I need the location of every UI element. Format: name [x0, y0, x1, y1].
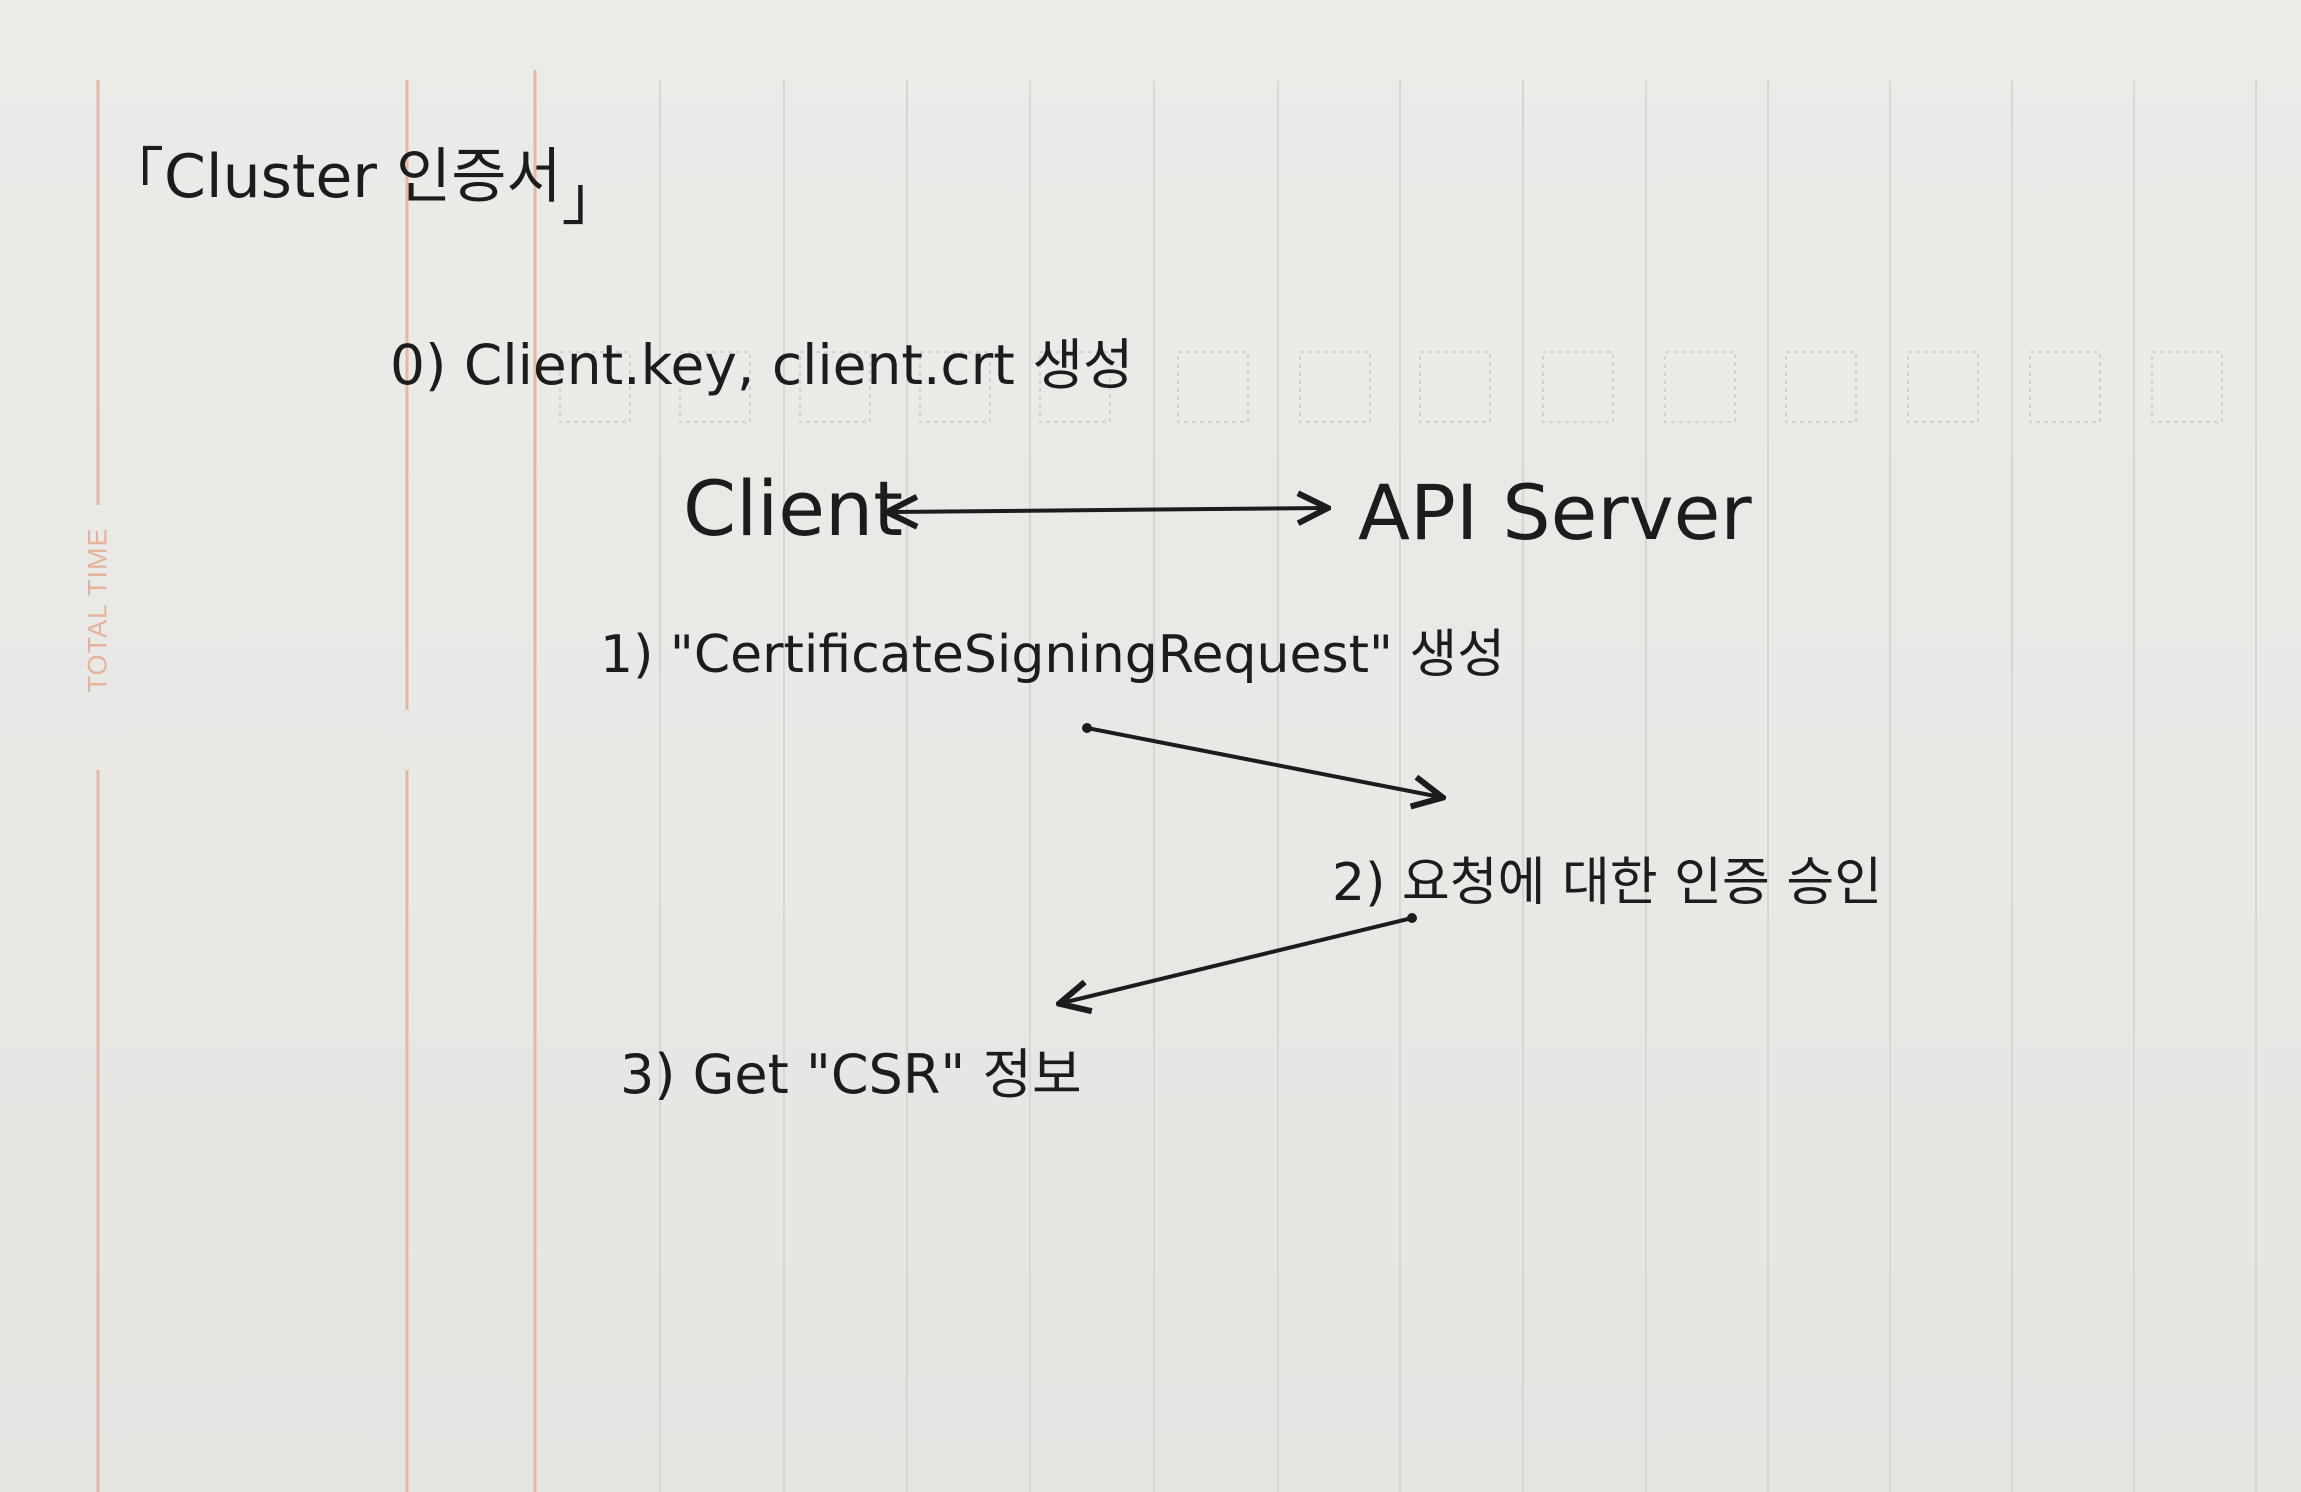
step3-text: 3) Get "CSR" 정보 — [620, 1043, 1082, 1106]
client-node-label: Client — [683, 464, 904, 553]
rule-lines — [659, 80, 2257, 1492]
api-server-node-label: API Server — [1358, 468, 1752, 557]
client-api-double-arrow — [890, 508, 1325, 512]
margin-lines — [96, 70, 537, 1492]
step1-text: 1) "CertificateSigningRequest" 생성 — [600, 625, 1506, 685]
title-text: Cluster 인증서 — [164, 142, 562, 212]
step0-text: 0) Client.key, client.crt 생성 — [390, 333, 1134, 397]
title: 「Cluster 인증서」 — [104, 128, 622, 234]
title-open-bracket: 「 — [104, 142, 164, 212]
response-arrow — [1062, 916, 1413, 1003]
title-close-bracket: 」 — [561, 164, 622, 234]
request-arrow — [1086, 726, 1440, 797]
dotted-box-row — [559, 351, 2223, 423]
step2-text: 2) 요청에 대한 인증 승인 — [1332, 853, 1883, 913]
